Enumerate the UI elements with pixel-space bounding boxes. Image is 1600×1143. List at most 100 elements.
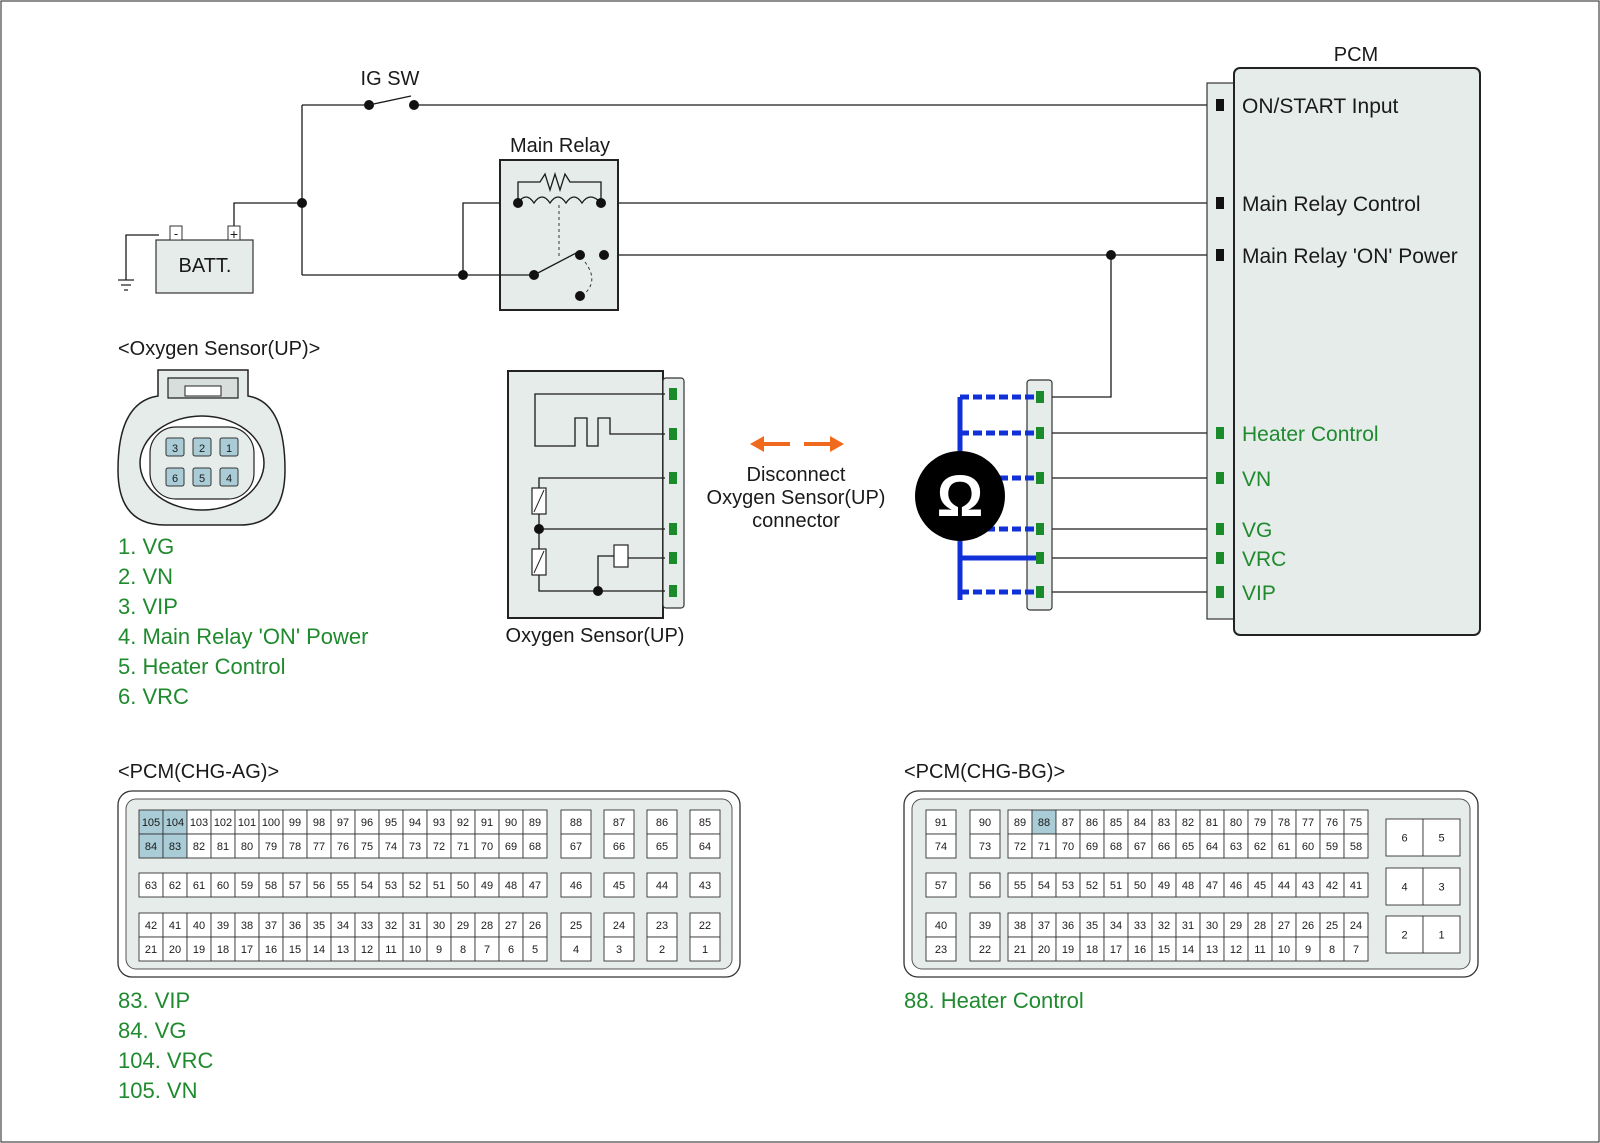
pin-number: 46 — [1230, 880, 1242, 892]
legend-item: 4. Main Relay 'ON' Power — [118, 624, 369, 649]
pin-number: 14 — [313, 944, 325, 956]
pin-number: 82 — [1182, 817, 1194, 829]
connector-pin — [1295, 833, 1321, 859]
pin-number: 56 — [313, 880, 325, 892]
connector-pin — [1175, 912, 1201, 938]
connector-pin — [1385, 818, 1424, 857]
connector-pin — [210, 872, 236, 898]
pin-number: 91 — [935, 817, 947, 829]
legend-item: 84. VG — [118, 1018, 186, 1043]
connector-pin — [210, 809, 236, 835]
pin-number: 4 — [573, 944, 579, 956]
pin-number: 84 — [145, 841, 157, 853]
pin-number: 40 — [935, 920, 947, 932]
pin-number: 96 — [361, 817, 373, 829]
pin-number: 26 — [1302, 920, 1314, 932]
pin-number: 5 — [1438, 833, 1444, 845]
connector-pin — [925, 936, 957, 962]
connector-pin — [162, 936, 188, 962]
o2-pin-number: 1 — [226, 443, 232, 455]
connector-pin — [426, 936, 452, 962]
pcm-main-relay-on-power: Main Relay 'ON' Power — [1242, 245, 1458, 268]
pin-number: 85 — [699, 817, 711, 829]
pin-number: 86 — [1086, 817, 1098, 829]
o2-pin-number: 5 — [199, 473, 205, 485]
pin-number: 75 — [1350, 817, 1362, 829]
pin-number: 27 — [1278, 920, 1290, 932]
pin-number: 84 — [1134, 817, 1146, 829]
pin-number: 57 — [935, 880, 947, 892]
connector-pin — [1007, 912, 1033, 938]
pin-number: 4 — [1401, 882, 1407, 894]
connector-pin — [1079, 912, 1105, 938]
sensor-terminal — [669, 523, 677, 535]
pin-number: 29 — [457, 920, 469, 932]
connector-pin — [925, 872, 957, 898]
pin-number: 26 — [529, 920, 541, 932]
connector-pin — [186, 936, 212, 962]
pin-number: 19 — [1062, 944, 1074, 956]
pin-number: 70 — [1062, 841, 1074, 853]
pin-number: 73 — [979, 841, 991, 853]
pin-number: 80 — [1230, 817, 1242, 829]
connector-pin — [925, 809, 957, 835]
oxygen-sensor-component: Oxygen Sensor(UP) — [506, 370, 685, 647]
legend-item: 3. VIP — [118, 594, 178, 619]
connector-pin — [450, 833, 476, 859]
connector-pin — [1055, 833, 1081, 859]
connector-pin — [1422, 915, 1461, 954]
pin-number: 78 — [1278, 817, 1290, 829]
pin-number: 22 — [699, 920, 711, 932]
pin-number: 53 — [1062, 880, 1074, 892]
connector-pin — [646, 936, 678, 962]
pcm-bg-title: <PCM(CHG-BG)> — [904, 761, 1065, 783]
pin-number: 59 — [1326, 841, 1338, 853]
pin-number: 50 — [1134, 880, 1146, 892]
pin-number: 102 — [214, 817, 232, 829]
pin-number: 47 — [529, 880, 541, 892]
o2-pin-number: 4 — [226, 473, 232, 485]
ohm-glyph: Ω — [937, 464, 984, 529]
pin-number: 1 — [1438, 930, 1444, 942]
connector-pin — [1175, 936, 1201, 962]
connector-pin — [498, 809, 524, 835]
pin-number: 64 — [699, 841, 711, 853]
pin-number: 95 — [385, 817, 397, 829]
pin-number: 35 — [1086, 920, 1098, 932]
pin-number: 11 — [385, 944, 396, 956]
pin-number: 10 — [409, 944, 421, 956]
pin-number: 78 — [289, 841, 301, 853]
connector-pin — [646, 809, 678, 835]
connector-pin — [603, 872, 635, 898]
pin-number: 56 — [979, 880, 991, 892]
connector-pin — [378, 833, 404, 859]
connector-pin — [1385, 915, 1424, 954]
connector-pin — [560, 809, 592, 835]
connector-pin — [330, 936, 356, 962]
pin-number: 7 — [1353, 944, 1359, 956]
pin-number: 9 — [1305, 944, 1311, 956]
connector-pin — [522, 912, 548, 938]
pin-number: 5 — [532, 944, 538, 956]
connector-pin — [1271, 872, 1297, 898]
connector-pin — [1319, 872, 1345, 898]
pin-number: 67 — [570, 841, 582, 853]
connector-pin — [210, 936, 236, 962]
connector-pin — [1127, 912, 1153, 938]
pin-number: 54 — [1038, 880, 1050, 892]
pin-number: 100 — [262, 817, 280, 829]
connector-pin — [1175, 833, 1201, 859]
connector-pin — [1247, 936, 1273, 962]
sensor-terminal — [669, 388, 677, 400]
pin-number: 53 — [385, 880, 397, 892]
connector-pin — [138, 936, 164, 962]
pin-number: 98 — [313, 817, 325, 829]
sensor-terminal — [669, 585, 677, 597]
connector-pin — [450, 872, 476, 898]
pin-number: 73 — [409, 841, 421, 853]
pin-number: 48 — [1182, 880, 1194, 892]
legend-item: 5. Heater Control — [118, 654, 286, 679]
pin-number: 38 — [1014, 920, 1026, 932]
